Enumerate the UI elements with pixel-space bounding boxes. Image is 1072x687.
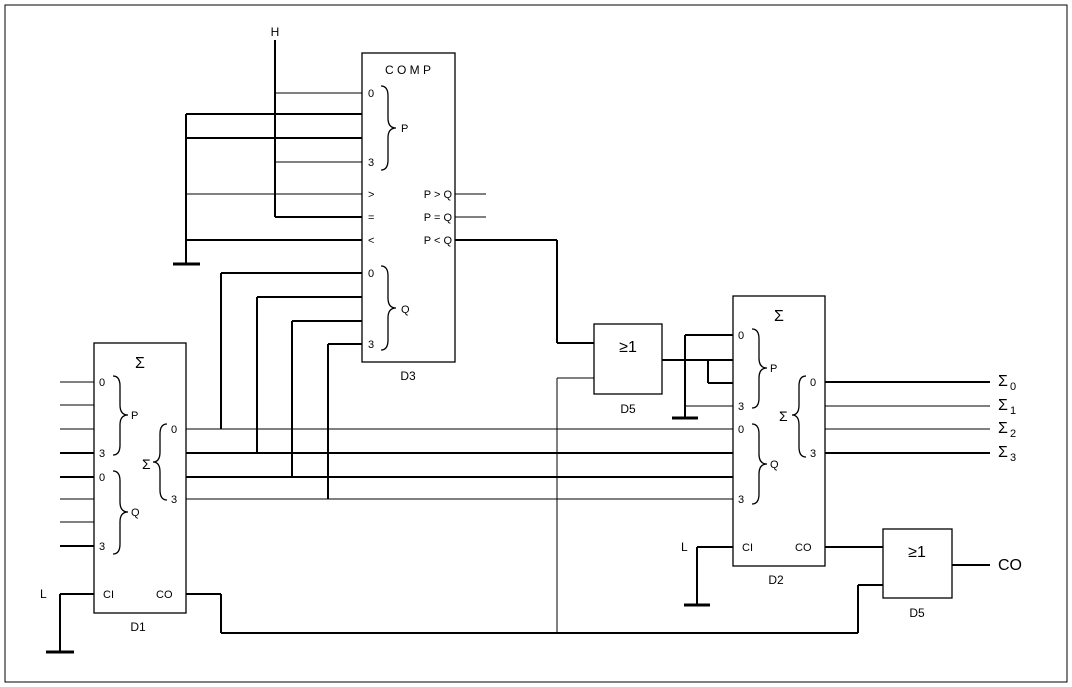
sum3-sigma: Σ: [998, 444, 1008, 461]
d2-sigma: Σ: [774, 308, 784, 325]
d2-p-brace: [751, 328, 768, 409]
d1-sum-sigma: Σ: [142, 456, 151, 472]
d3-p-label: P: [401, 123, 408, 135]
d1-sigma: Σ: [135, 355, 145, 372]
d1-ci: CI: [103, 589, 114, 601]
d1-q-brace: [112, 470, 129, 555]
sum2-index: 2: [1010, 428, 1016, 440]
d2-q-brace: [751, 423, 768, 505]
adder-d1: Σ 0 P 3 0 Q 3 Σ 0 3 CI CO D1: [93, 342, 187, 634]
d5b-name: D5: [909, 606, 925, 620]
d2-p-label: P: [770, 363, 777, 375]
d3-q-top: 0: [368, 268, 374, 280]
d2-co: CO: [795, 542, 812, 554]
d3-q-bottom: 3: [368, 339, 374, 351]
or-gate-d5b: ≥1 D5: [882, 528, 953, 620]
d1-q-bottom: 3: [99, 541, 105, 553]
l-signal-label-d2: L: [681, 540, 688, 554]
d3-p-brace: [380, 85, 397, 171]
d3-p-top: 0: [368, 88, 374, 100]
d1-q-label: Q: [131, 507, 140, 519]
d2-q-bottom: 3: [738, 494, 744, 506]
d1-out-top: 0: [171, 424, 177, 436]
d1-p-label: P: [131, 410, 138, 422]
d2-sum-sigma: Σ: [779, 408, 788, 424]
d1-co: CO: [156, 589, 173, 601]
d2-p-bottom: 3: [738, 401, 744, 413]
d3-title: C O M P: [385, 63, 431, 77]
h-signal-label: H: [271, 25, 280, 39]
d5a-name: D5: [620, 402, 636, 416]
d3-lt-input: <: [368, 235, 374, 247]
sum0-sigma: Σ: [998, 373, 1008, 390]
d2-name: D2: [768, 573, 784, 587]
sum3-index: 3: [1010, 452, 1016, 464]
d2-ci: CI: [742, 542, 753, 554]
diagram-frame: [4, 4, 1068, 683]
d3-eq-output: P = Q: [424, 212, 453, 224]
d3-q-label: Q: [401, 304, 410, 316]
d1-sum-brace: [152, 423, 168, 501]
d2-sum-brace: [791, 375, 807, 458]
d1-p-brace: [112, 375, 129, 456]
sum0-index: 0: [1010, 381, 1016, 393]
d3-gt-input: >: [368, 189, 374, 201]
d2-q-label: Q: [770, 459, 779, 471]
carry-out-label: CO: [998, 557, 1022, 574]
d1-p-top: 0: [99, 377, 105, 389]
sum1-sigma: Σ: [998, 397, 1008, 414]
sum1-index: 1: [1010, 405, 1016, 417]
comparator-d3: C O M P 0 P 3 > = < P > Q P = Q P < Q 0 …: [361, 52, 456, 383]
d5b-symbol: ≥1: [908, 544, 926, 561]
or-gate-d5a: ≥1 D5: [593, 323, 663, 416]
l-signal-label-d1: L: [40, 587, 47, 601]
d3-name: D3: [400, 369, 416, 383]
d2-out-bottom: 3: [810, 448, 816, 460]
d2-out-top: 0: [810, 377, 816, 389]
d5a-symbol: ≥1: [619, 339, 637, 356]
d1-p-bottom: 3: [99, 448, 105, 460]
d3-p-bottom: 3: [368, 157, 374, 169]
d1-out-bottom: 3: [171, 494, 177, 506]
d3-q-brace: [380, 265, 397, 351]
d3-gt-output: P > Q: [424, 189, 453, 201]
d1-q-top: 0: [99, 472, 105, 484]
d3-eq-input: =: [368, 212, 374, 224]
sum2-sigma: Σ: [998, 420, 1008, 437]
wires: [46, 40, 990, 654]
d2-p-top: 0: [738, 330, 744, 342]
adder-d2: Σ 0 P 3 0 Q 3 Σ 0 3 CI CO D2: [732, 295, 826, 587]
d3-lt-output: P < Q: [424, 235, 453, 247]
d2-q-top: 0: [738, 424, 744, 436]
d1-name: D1: [130, 620, 146, 634]
signal-labels: H L L CO Σ 0 Σ 1 Σ 2 Σ 3: [40, 25, 1022, 601]
